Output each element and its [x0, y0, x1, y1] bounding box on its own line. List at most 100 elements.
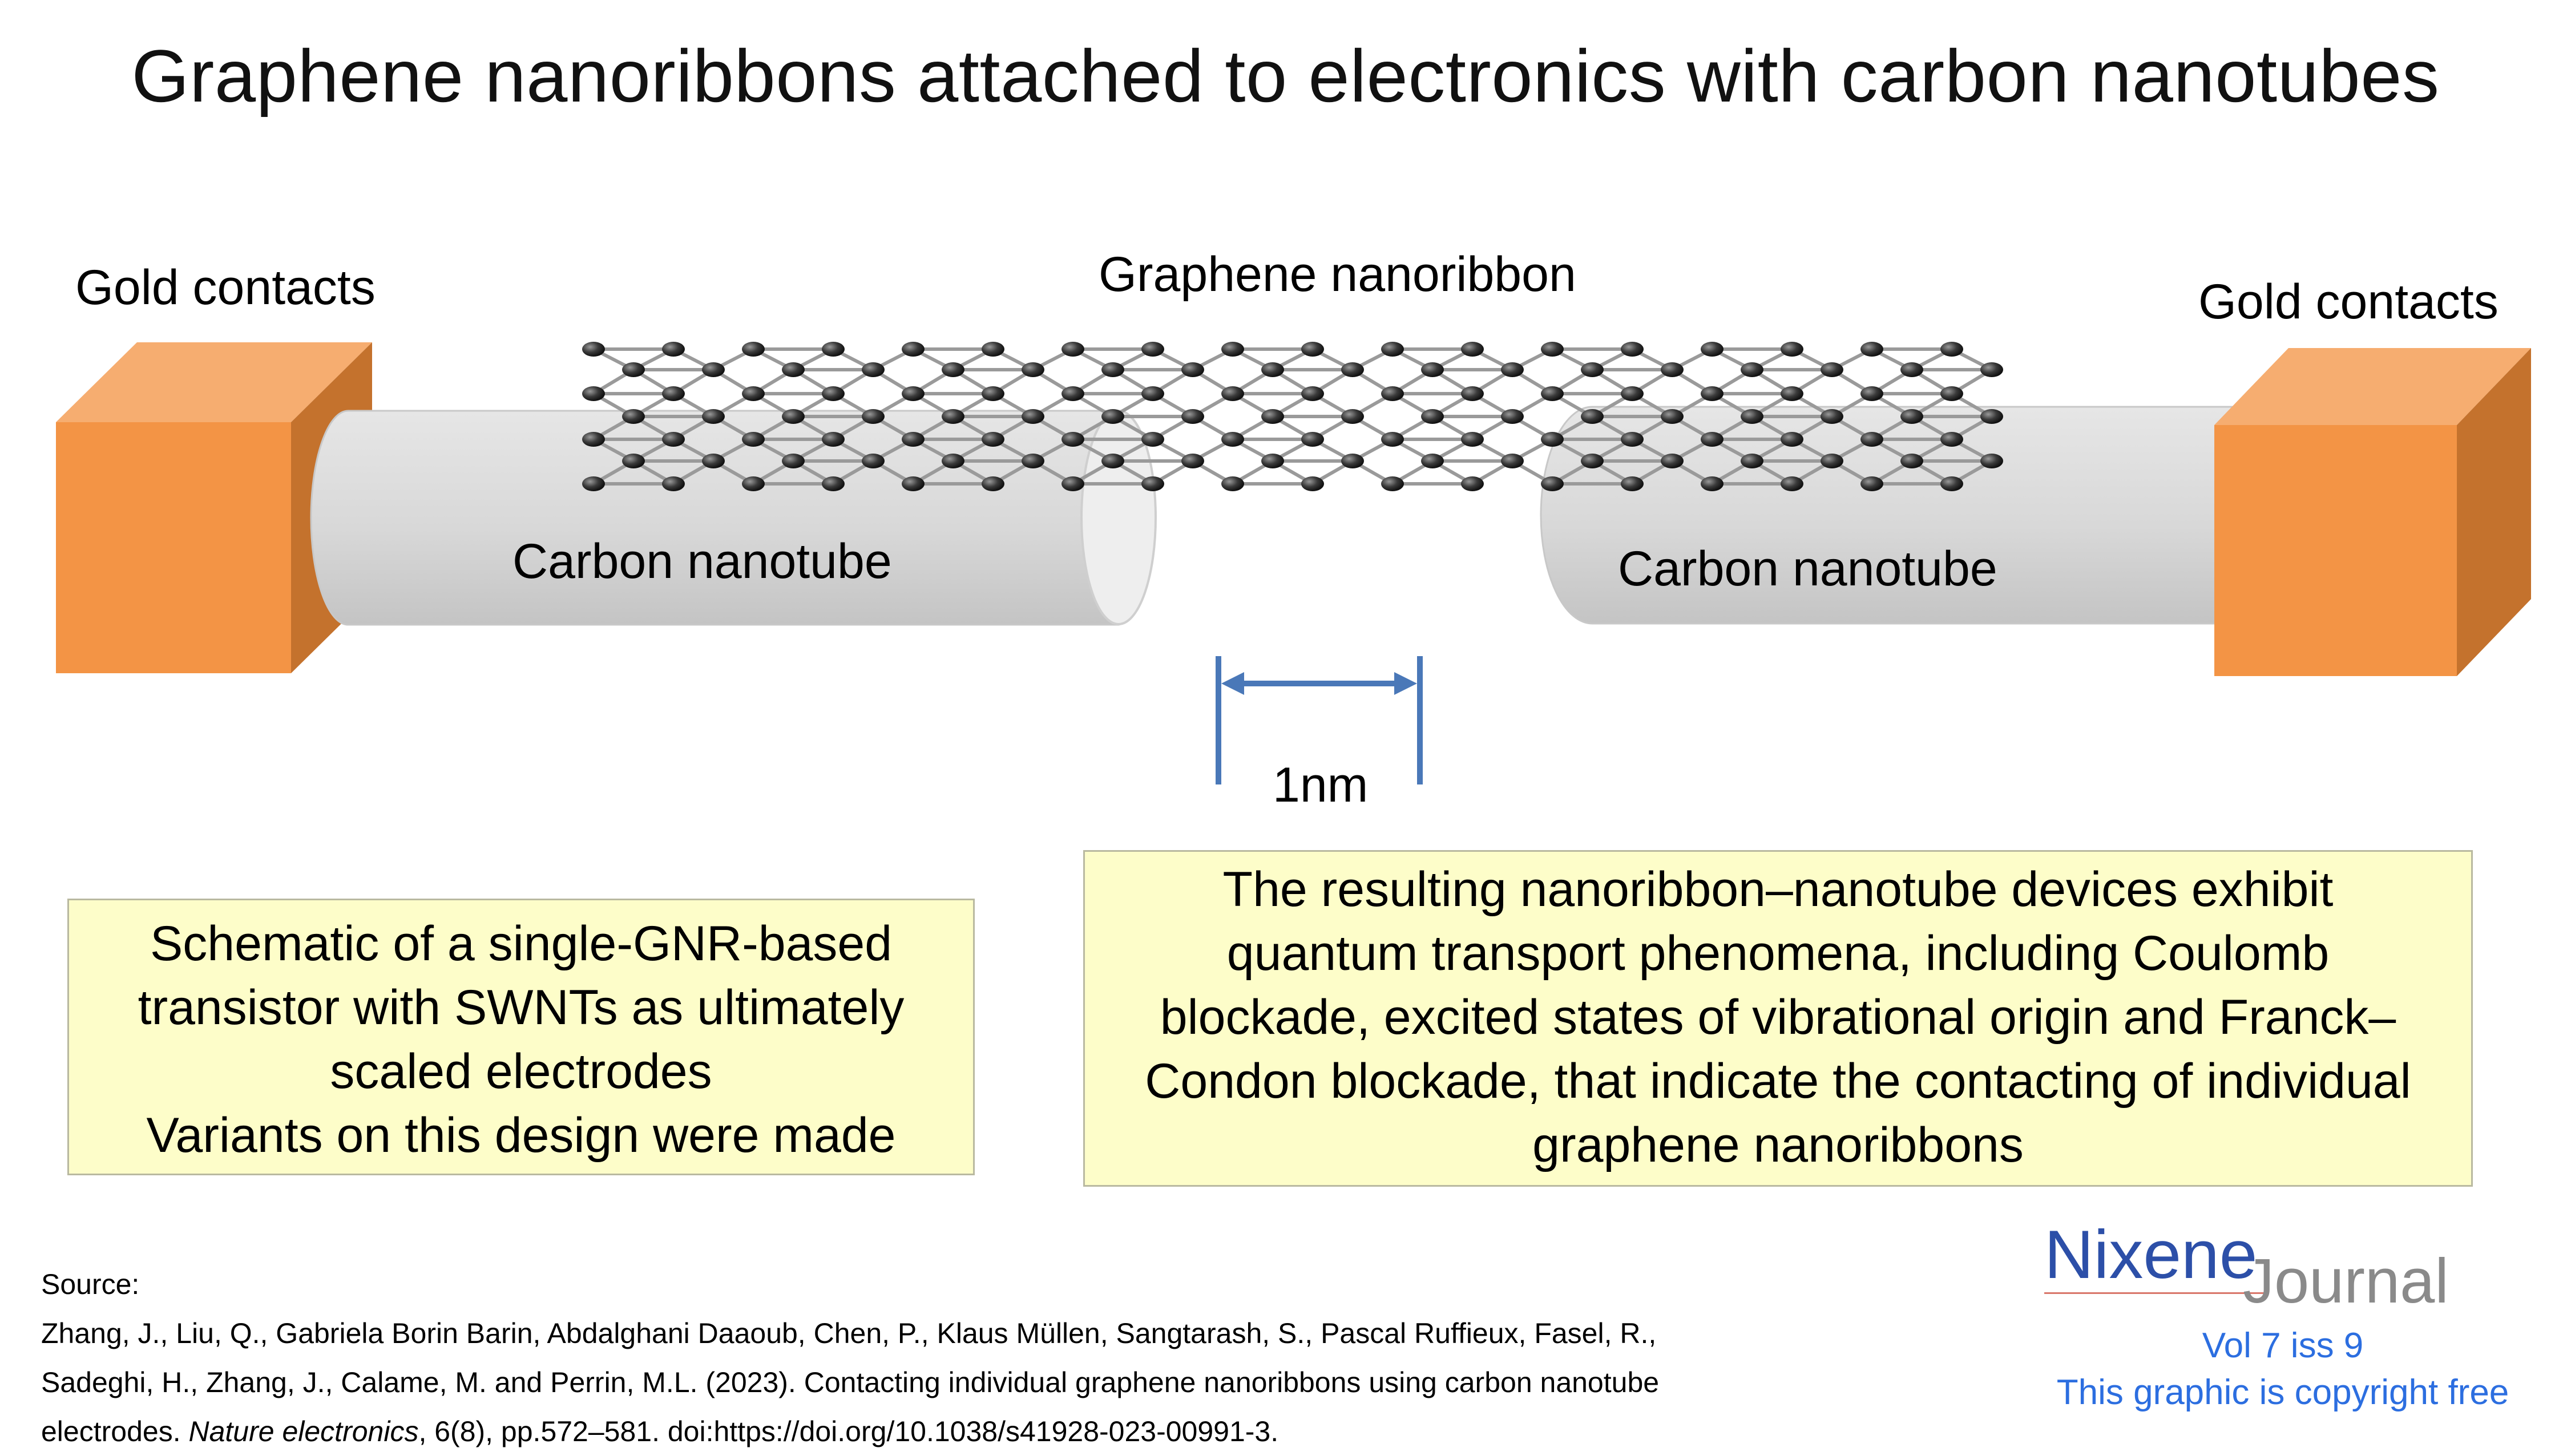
gnr-carbon-atom [982, 386, 1004, 401]
gnr-carbon-atom [1980, 409, 2003, 424]
gnr-carbon-atom [1900, 454, 1923, 468]
gnr-carbon-atom [1461, 432, 1484, 447]
graphene-nanoribbon [582, 342, 2003, 491]
gnr-carbon-atom [1022, 454, 1044, 468]
gnr-carbon-atom [1221, 386, 1244, 401]
gnr-carbon-atom [702, 362, 725, 377]
cnt-right-body [1540, 406, 2261, 625]
gnr-carbon-atom [1221, 432, 1244, 447]
gnr-carbon-atom [1621, 476, 1644, 491]
gnr-carbon-atom [1661, 362, 1684, 377]
gnr-carbon-atom [1461, 342, 1484, 357]
page-title: Graphene nanoribbons attached to electro… [131, 34, 2440, 118]
gap-arrowhead-left [1221, 672, 1244, 695]
gold-left-front [56, 422, 291, 673]
gnr-carbon-atom [1940, 386, 1963, 401]
gnr-carbon-atom [1101, 409, 1124, 424]
gnr-carbon-atom [1341, 409, 1364, 424]
gnr-carbon-atom [1421, 362, 1444, 377]
gap-arrowhead-right [1394, 672, 1417, 695]
gnr-carbon-atom [582, 342, 605, 357]
label-gold-contacts-left: Gold contacts [75, 260, 376, 315]
gnr-carbon-atom [1980, 362, 2003, 377]
gnr-carbon-atom [702, 409, 725, 424]
gnr-carbon-atom [1781, 342, 1803, 357]
gnr-carbon-atom [742, 432, 765, 447]
brand-copyright: This graphic is copyright free [2056, 1373, 2509, 1412]
gnr-carbon-atom [622, 362, 645, 377]
gnr-carbon-atom [902, 432, 925, 447]
carbon-nanotube-left [310, 410, 1157, 626]
gnr-carbon-atom [1860, 476, 1883, 491]
gnr-carbon-atom [1141, 432, 1164, 447]
source-line3-post: , 6(8), pp.572–581. doi:https://doi.org/… [418, 1415, 1279, 1447]
gnr-carbon-atom [1261, 409, 1284, 424]
gap-measure [1216, 656, 1423, 784]
gnr-carbon-atom [1940, 476, 1963, 491]
gnr-carbon-atom [1661, 409, 1684, 424]
gnr-carbon-atom [1141, 386, 1164, 401]
gnr-carbon-atom [1701, 432, 1724, 447]
gnr-carbon-atom [902, 342, 925, 357]
gnr-carbon-atom [862, 454, 885, 468]
gnr-carbon-atom [1860, 386, 1883, 401]
source-line3-pre: electrodes. [41, 1415, 189, 1447]
gnr-carbon-atom [1501, 454, 1524, 468]
callout-results-line: The resulting nanoribbon–nanotube device… [1222, 862, 2334, 917]
gnr-carbon-atom [1541, 386, 1564, 401]
gnr-carbon-atom [1181, 409, 1204, 424]
gnr-carbon-atom [1101, 362, 1124, 377]
gnr-carbon-atom [1821, 409, 1843, 424]
gnr-carbon-atom [1621, 342, 1644, 357]
gnr-carbon-atom [1301, 386, 1324, 401]
callout-results-line: quantum transport phenomena, including C… [1226, 926, 2330, 981]
gnr-carbon-atom [1062, 386, 1084, 401]
callout-results: The resulting nanoribbon–nanotube device… [1083, 850, 2473, 1187]
gnr-carbon-atom [1541, 342, 1564, 357]
callout-results-line: blockade, excited states of vibrational … [1160, 990, 2396, 1045]
gnr-carbon-atom [1381, 476, 1404, 491]
gnr-carbon-atom [942, 454, 964, 468]
callout-results-line: graphene nanoribbons [1532, 1118, 2024, 1172]
gnr-carbon-atom [1062, 342, 1084, 357]
gnr-carbon-atom [1581, 454, 1604, 468]
brand-info: Vol 7 iss 9 This graphic is copyright fr… [1980, 1322, 2571, 1416]
gnr-carbon-atom [582, 432, 605, 447]
gnr-carbon-atom [582, 476, 605, 491]
gnr-carbon-atom [1781, 476, 1803, 491]
gnr-carbon-atom [822, 386, 845, 401]
source-line: Sadeghi, H., Zhang, J., Calame, M. and P… [41, 1366, 1660, 1398]
gnr-carbon-atom [982, 476, 1004, 491]
gnr-carbon-atom [1141, 342, 1164, 357]
gnr-carbon-atom [822, 432, 845, 447]
brand-underline [2044, 1292, 2267, 1294]
gnr-carbon-atom [942, 409, 964, 424]
gnr-carbon-atom [782, 362, 805, 377]
callout-schematic-line: transistor with SWNTs as ultimately [138, 980, 905, 1035]
callout-results-line: Condon blockade, that indicate the conta… [1145, 1054, 2411, 1109]
gnr-carbon-atom [1301, 432, 1324, 447]
gnr-carbon-atom [1581, 362, 1604, 377]
gnr-carbon-atom [742, 342, 765, 357]
gnr-carbon-atom [862, 409, 885, 424]
gnr-carbon-atom [1741, 409, 1763, 424]
gnr-carbon-atom [1062, 476, 1084, 491]
gnr-carbon-atom [1821, 454, 1843, 468]
gnr-carbon-atom [1781, 386, 1803, 401]
gnr-carbon-atom [1381, 342, 1404, 357]
gnr-carbon-atom [622, 409, 645, 424]
gnr-carbon-atom [662, 476, 685, 491]
gnr-carbon-atom [1900, 362, 1923, 377]
callout-schematic-line: scaled electrodes [330, 1044, 712, 1099]
gnr-carbon-atom [622, 454, 645, 468]
label-carbon-nanotube-right: Carbon nanotube [1618, 541, 1997, 596]
source-line: electrodes. Nature electronics, 6(8), pp… [41, 1407, 1924, 1456]
gnr-carbon-atom [1621, 432, 1644, 447]
gnr-carbon-atom [1501, 362, 1524, 377]
gnr-carbon-atom [982, 432, 1004, 447]
gnr-carbon-atom [1022, 409, 1044, 424]
gnr-carbon-atom [1381, 386, 1404, 401]
gnr-carbon-atom [822, 476, 845, 491]
brand-nixene: Nixene [2044, 1216, 2258, 1293]
label-gap-1nm: 1nm [1273, 758, 1369, 812]
